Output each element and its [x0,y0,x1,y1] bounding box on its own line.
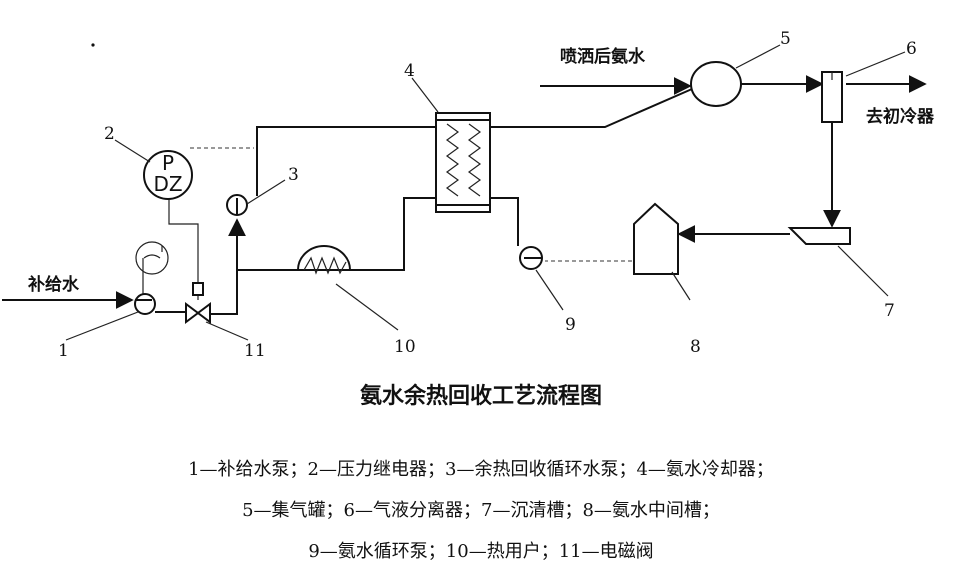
number-11: 11 [244,341,266,361]
number-2: 2 [104,124,115,144]
leader-lines [65,44,906,341]
number-8: 8 [690,337,701,357]
legend-line-2: 5—集气罐；6—气液分离器；7—沉清槽；8—氨水中间槽； [242,500,720,521]
makeup-water-pump [134,293,156,315]
process-flow-diagram: P DZ [2,29,935,361]
ammonia-water-cooler [435,112,491,213]
component-numbers: 1 2 3 4 5 6 7 8 9 10 11 [58,29,917,361]
to-primary-cooler-label: 去初冷器 [866,106,935,127]
pdz-label-top: P [162,151,174,175]
pipe-network [2,75,927,315]
control-lines [142,147,254,300]
pdz-label-bottom: DZ [153,172,182,196]
number-10: 10 [394,337,416,357]
solenoid-valve [185,282,211,324]
makeup-water-label: 补给水 [27,274,80,295]
speck-mark [91,43,95,47]
heat-user [296,245,352,275]
heat-recovery-pump [226,194,248,216]
pressure-gauge [135,241,169,275]
pressure-relay: P DZ [143,150,193,200]
legend-line-1: 1—补给水泵；2—压力继电器；3—余热回收循环水泵；4—氨水冷却器； [188,459,774,480]
ammonia-circulation-pump [519,246,543,270]
gas-liquid-separator [821,71,843,123]
legend-line-3: 9—氨水循环泵；10—热用户；11—电磁阀 [308,541,654,562]
sprayed-ammonia-label: 喷洒后氨水 [560,46,646,67]
number-7: 7 [884,301,895,321]
number-9: 9 [565,315,576,335]
ammonia-intermediate-tank [633,202,679,275]
number-4: 4 [404,61,415,81]
figure-title: 氨水余热回收工艺流程图 [359,384,602,409]
gas-collector [690,61,742,107]
number-1: 1 [58,341,69,361]
number-6: 6 [906,39,917,59]
settling-tank [787,227,851,245]
number-3: 3 [288,165,299,185]
number-5: 5 [780,29,791,49]
